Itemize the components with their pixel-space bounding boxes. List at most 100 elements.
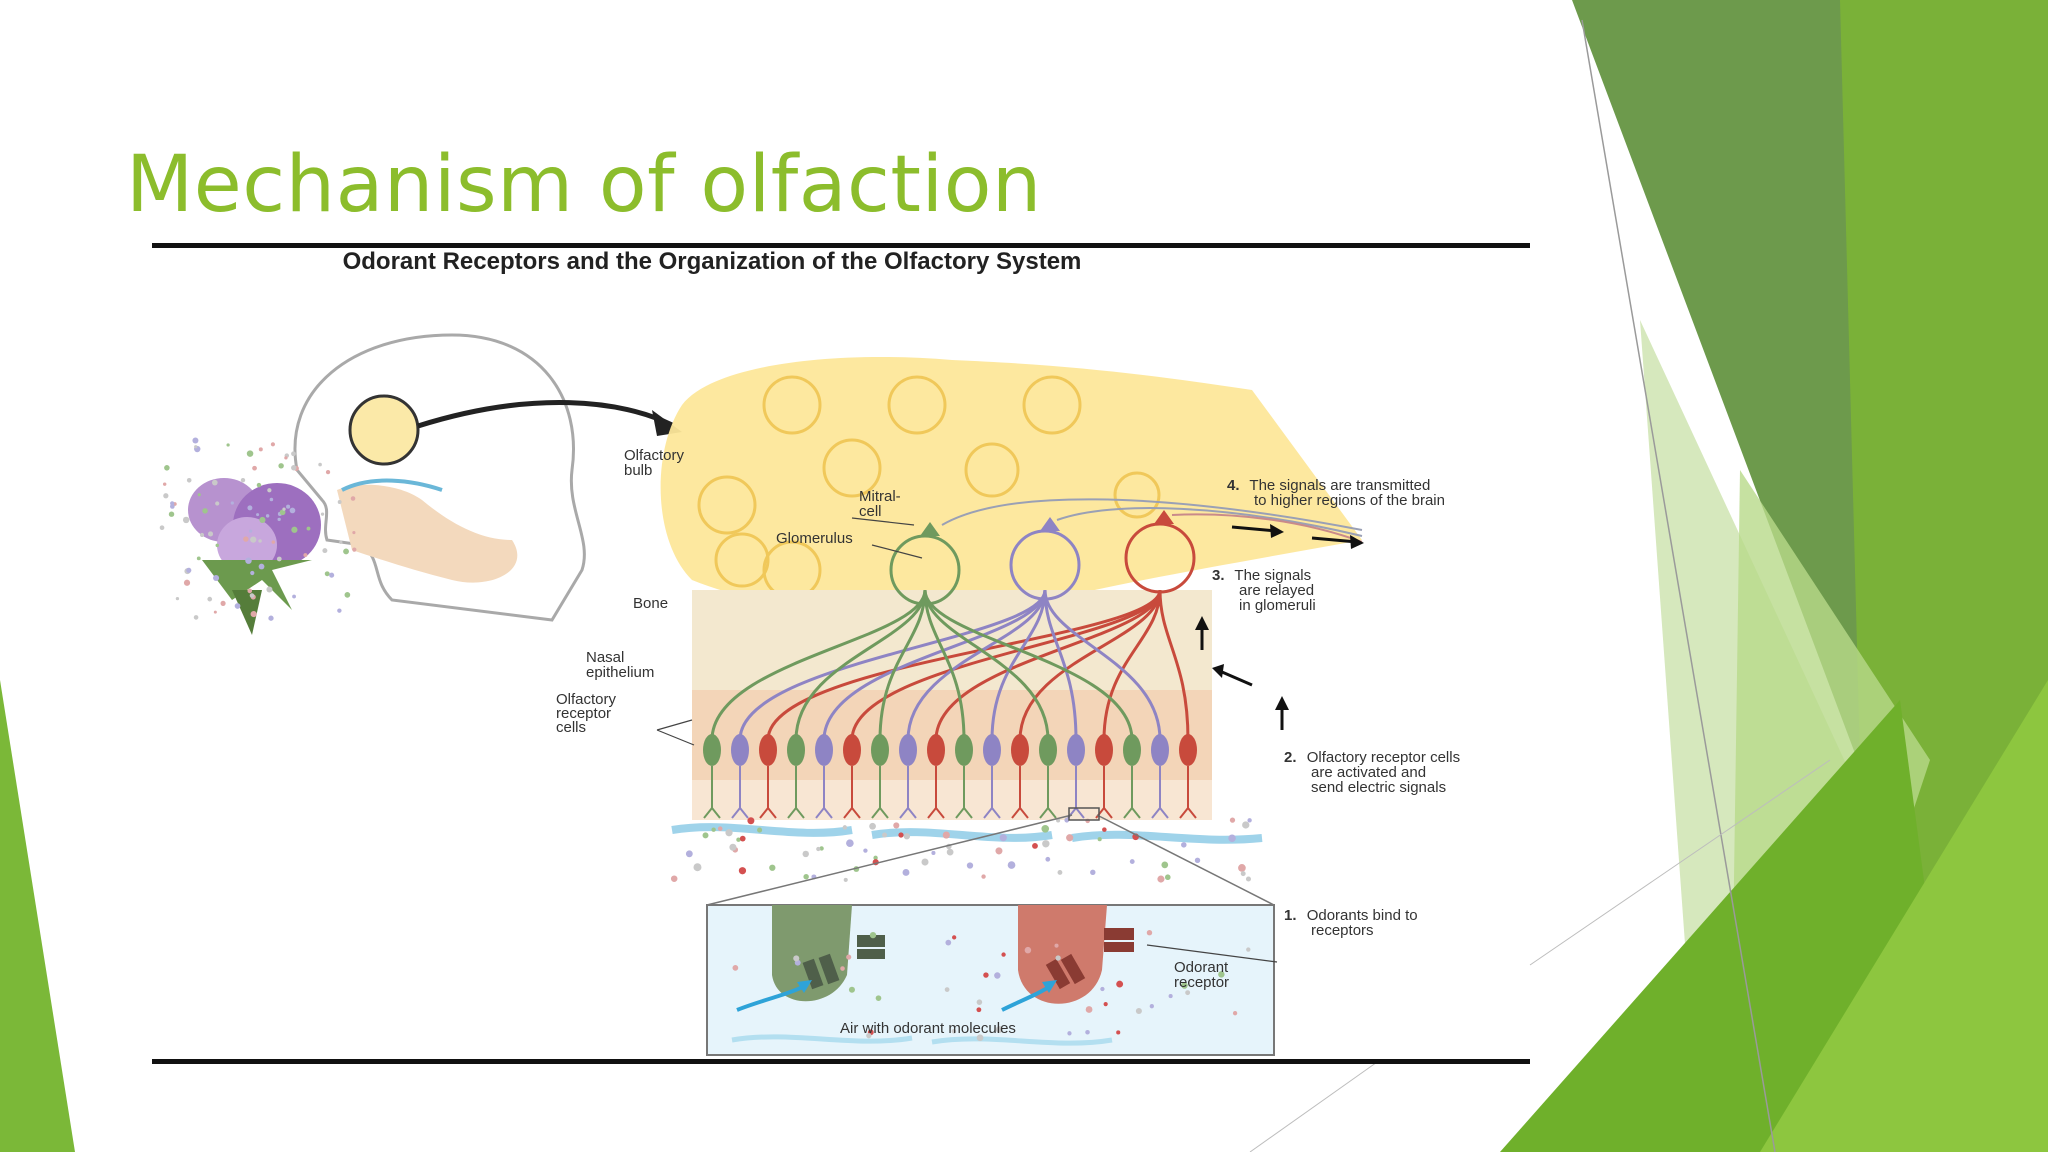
odorant-dot (267, 488, 272, 493)
odorant-dot (350, 496, 356, 501)
odorant-dot (250, 610, 257, 618)
receptor-cell-body (1095, 734, 1113, 766)
odorant-dot (215, 501, 220, 506)
signal-arrows (1195, 524, 1364, 730)
odorant-dot (1129, 859, 1135, 864)
odorant-dot (250, 536, 257, 543)
odorant-dot (337, 500, 342, 504)
label-glomerulus: Glomerulus (776, 530, 853, 547)
odorant-dot (170, 504, 175, 509)
odorant-dot (747, 817, 755, 825)
receptor-axon (794, 589, 927, 741)
label-olfactory-bulb: Olfactory bulb (624, 447, 688, 479)
odorant-dot (320, 512, 325, 516)
receptor-cell-body (927, 734, 945, 766)
odorant-dot (1041, 824, 1050, 833)
receptor-cilia (1039, 806, 1057, 819)
receptor-cell-body (703, 734, 721, 766)
odorant-dot (1228, 834, 1236, 842)
odorant-dot (268, 615, 274, 621)
odorant-dot (693, 863, 702, 872)
odorant-dot (1001, 952, 1006, 957)
figure-title: Odorant Receptors and the Organization o… (342, 248, 1082, 275)
odorant-dot (270, 442, 275, 447)
odorant-dot (292, 594, 296, 599)
odorant-dot (1007, 861, 1016, 869)
odorant-dot (256, 513, 260, 517)
odorant-dot (802, 850, 809, 858)
odorant-dot (1103, 1002, 1108, 1007)
odorant-dot (199, 532, 205, 538)
olfactory-bulb (660, 357, 1362, 614)
odorant-dot (245, 557, 252, 564)
odorant-dot (182, 516, 190, 524)
odorant-dot (230, 501, 234, 505)
receptor-cilia (871, 806, 889, 819)
odorant-dot (1090, 869, 1096, 876)
bottom-right-shape (1760, 680, 2048, 1152)
receptor-cilia (1151, 806, 1169, 819)
receptor-axon (906, 589, 1047, 741)
receptor-cell-body (871, 734, 889, 766)
odorant-dot (1149, 1004, 1154, 1009)
odorant-dot (1229, 817, 1236, 823)
odorant-dot (1097, 837, 1102, 842)
odorant-dot (976, 1007, 982, 1013)
odorant-dot (265, 514, 270, 518)
odorant-dot (1238, 864, 1246, 872)
receptor-cell-body (1067, 734, 1085, 766)
odorant-cloud (159, 437, 357, 621)
receptor-cell-body (731, 734, 749, 766)
odorant-dot (685, 850, 693, 858)
label-bone: Bone (633, 595, 668, 612)
slide-title: Mechanism of olfaction (126, 140, 1042, 230)
odorant-dot (736, 837, 741, 842)
odorant-dot (343, 548, 349, 555)
label-nasal-epithelium: Nasal epithelium (586, 649, 654, 681)
odorant-dot (282, 507, 286, 511)
odorant-dot (1024, 946, 1032, 954)
odorant-dot (215, 543, 220, 548)
odorant-dot (211, 479, 218, 486)
odorant-dot (866, 1032, 872, 1039)
odorant-dot (175, 596, 180, 601)
odorant-dot (1045, 856, 1051, 862)
odorant-dot (976, 999, 983, 1005)
receptor-axon (923, 589, 966, 741)
odorant-dot (252, 465, 257, 471)
odorant-dot (258, 563, 265, 570)
odorant-dot (1135, 1007, 1142, 1015)
odorant-dot (276, 556, 282, 562)
odorant-dot (1085, 1006, 1093, 1013)
odorant-dot (738, 867, 747, 875)
odorant-dot (183, 579, 191, 586)
odorant-dot (213, 610, 217, 614)
odorant-dot (247, 588, 253, 594)
odorant-dot (1057, 870, 1063, 875)
odorant-dot (170, 501, 175, 506)
odorant-dot (944, 987, 950, 992)
odorant-dot (863, 848, 868, 853)
odorant-dot (194, 445, 198, 449)
odorant-dot (266, 586, 273, 593)
odorant-dot (952, 935, 957, 940)
step-4: 4. The signals are transmitted to higher… (1227, 477, 1445, 509)
odorant-dot (903, 833, 911, 840)
receptor-inset (706, 807, 1275, 1056)
bottom-rule (152, 1059, 1530, 1064)
odorant-dot (739, 835, 746, 842)
odorant-dot (1185, 990, 1191, 996)
receptor-cell-body (1011, 734, 1029, 766)
label-olfactory-receptor-cells: Olfactory receptor cells (556, 691, 620, 736)
odorant-dot (159, 525, 165, 531)
odorant-dot (1100, 986, 1105, 992)
magnifier-circle (348, 394, 420, 466)
odorant-dot (213, 574, 220, 582)
receptor-cilia (955, 806, 973, 819)
odorant-dot (882, 832, 888, 838)
odorant-dot (983, 972, 989, 978)
receptor-cell-body (983, 734, 1001, 766)
odorant-dot (247, 505, 253, 511)
odorant-dot (163, 493, 169, 499)
odorant-dot (848, 986, 855, 993)
